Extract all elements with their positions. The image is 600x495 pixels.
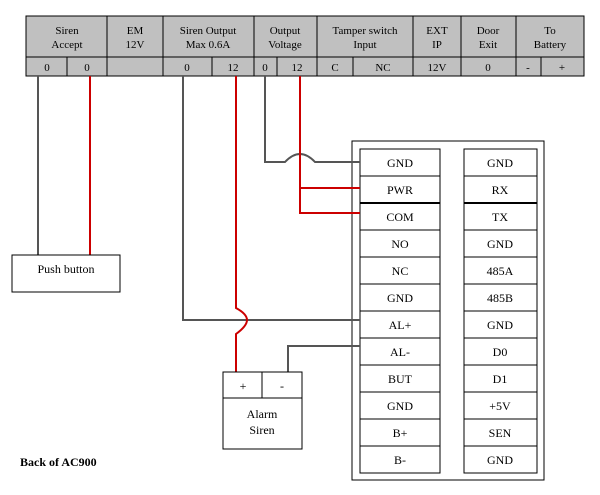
header-label: Max 0.6A xyxy=(186,39,231,51)
wire-red-alarm-plus xyxy=(235,76,249,372)
right-terminal-label: GND xyxy=(487,453,513,467)
header-label: To xyxy=(544,25,556,37)
right-terminal-label: GND xyxy=(487,156,513,170)
left-terminal-label: NC xyxy=(392,264,409,278)
left-terminal-label: NO xyxy=(391,237,409,251)
right-terminal-label: +5V xyxy=(489,399,511,413)
header-ext-ip: EXT IP 12V xyxy=(426,25,448,74)
left-terminal-label: GND xyxy=(387,156,413,170)
header-label: Tamper switch xyxy=(333,25,398,37)
header-label: Exit xyxy=(479,39,497,51)
header-label: EM xyxy=(127,25,144,37)
header-siren-accept: Siren Accept 0 0 xyxy=(44,25,90,74)
pin-label: 12 xyxy=(292,62,303,74)
header-label: 12V xyxy=(126,39,145,51)
left-terminal-label: COM xyxy=(386,210,414,224)
header-label: Output xyxy=(270,25,301,37)
pin-label: 12V xyxy=(428,62,447,74)
header-label: IP xyxy=(432,39,442,51)
header-tamper-switch: Tamper switch Input C NC xyxy=(331,25,398,74)
left-terminal-label: GND xyxy=(387,399,413,413)
header-output-voltage: Output Voltage 0 12 xyxy=(262,25,302,74)
header-label: Siren Output xyxy=(180,25,237,37)
left-terminal-label: B- xyxy=(394,453,406,467)
right-terminal-label: SEN xyxy=(489,426,512,440)
pin-label: 12 xyxy=(228,62,239,74)
header-siren-output: Siren Output Max 0.6A 0 12 xyxy=(180,25,239,74)
header-label: Accept xyxy=(51,39,82,51)
left-terminal-label: AL- xyxy=(390,345,410,359)
left-terminal-label: BUT xyxy=(388,372,413,386)
wire-gray-al-plus xyxy=(182,76,360,321)
wire-gray-gnd xyxy=(264,76,360,163)
pin-label: 0 xyxy=(184,62,190,74)
right-terminal-label: 485A xyxy=(487,264,514,278)
pin-label: C xyxy=(331,62,338,74)
header-em-12v: EM 12V xyxy=(126,25,145,51)
right-terminal-label: GND xyxy=(487,237,513,251)
pin-label: 0 xyxy=(44,62,50,74)
header-to-battery: To Battery - + xyxy=(526,25,567,74)
left-terminal-label: GND xyxy=(387,291,413,305)
pin-label: 0 xyxy=(262,62,268,74)
pin-label: 0 xyxy=(485,62,491,74)
siren-plus-label: + xyxy=(240,379,247,393)
terminal-header-strip xyxy=(25,15,585,77)
header-label: Input xyxy=(353,39,376,51)
push-button-box xyxy=(11,254,121,293)
wire-red-com xyxy=(299,188,360,214)
header-label: Door xyxy=(477,25,500,37)
header-label: Voltage xyxy=(268,39,302,51)
header-label: EXT xyxy=(426,25,448,37)
right-terminal-label: RX xyxy=(492,183,509,197)
left-terminal-label: PWR xyxy=(387,183,413,197)
right-terminal-label: D1 xyxy=(493,372,508,386)
push-button-label: Push button xyxy=(37,262,94,276)
pin-label: 0 xyxy=(84,62,90,74)
left-terminal-label: B+ xyxy=(393,426,408,440)
pin-label: + xyxy=(559,62,565,74)
right-terminal-label: TX xyxy=(492,210,508,224)
header-label: Battery xyxy=(534,39,567,51)
pin-label: - xyxy=(526,62,530,74)
wires xyxy=(37,76,360,372)
wire-gray-al-minus xyxy=(287,345,360,372)
pin-label: NC xyxy=(375,62,390,74)
right-terminal-label: D0 xyxy=(493,345,508,359)
siren-minus-label: - xyxy=(280,379,284,393)
header-door-exit: Door Exit 0 xyxy=(477,25,500,74)
left-terminal-label: AL+ xyxy=(389,318,412,332)
right-terminal-label: 485B xyxy=(487,291,513,305)
right-terminal-label: GND xyxy=(487,318,513,332)
diagram-caption: Back of AC900 xyxy=(20,455,97,469)
siren-title-line1: Alarm xyxy=(247,407,278,421)
header-label: Siren xyxy=(55,25,79,37)
wire-red-pwr xyxy=(299,76,360,189)
siren-title-line2: Siren xyxy=(249,423,274,437)
